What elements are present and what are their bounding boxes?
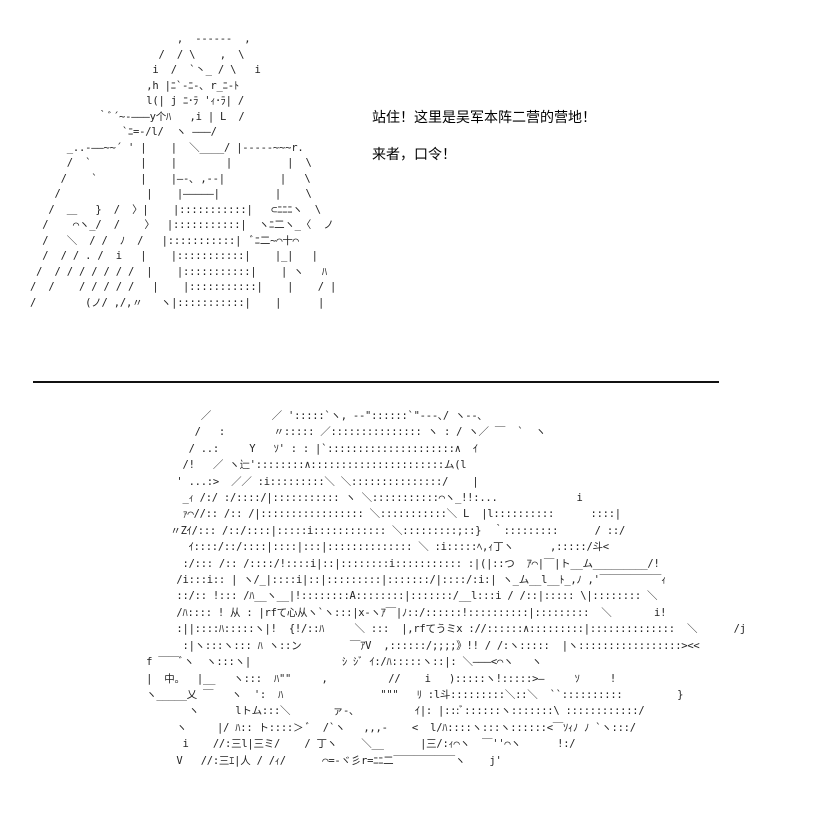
soldier-art-line: / ⌒ヽ_/ / 〉 |:::::::::::| ヽﾆ二ヽ_〈 ノ bbox=[42, 219, 334, 231]
scene-art-line: ヽ_____乂 ￣ ヽ ': ﾊ """ ﾘ :l斗:::::::::＼::＼ … bbox=[146, 688, 684, 701]
soldier-art-line: l(| j ﾆ･ﾗ 'ｨ･ﾗ| / bbox=[146, 95, 244, 107]
soldier-art-line: i / `丶_ / \ i bbox=[152, 64, 261, 76]
dialogue-line-password: 来者，口令！ bbox=[372, 147, 456, 163]
scene-art-line: :|ヽ:::ヽ::: ﾊ ヽ::ン ￣ｱV ,::::::/;;;;》!! / … bbox=[182, 639, 700, 652]
scene-art-line: :||::::ﾊ:::::ヽ|! {!/::ﾊ ＼ ::: |,rfてうミx :… bbox=[176, 623, 746, 636]
scene-art-line: V //:三ｴ|人 / /ｨ/ ⌒=-ヾ彡r=ﾆﾆ二￣￣￣￣￣￣ヽ j' bbox=[140, 754, 502, 767]
scene-art-line: /! ／ ヽ辷'::::::::∧::::::::::::::::::::::ム… bbox=[182, 459, 467, 472]
scene-art-line: /i:::i:: | ヽ/_|::::i|::|:::::::::|::::::… bbox=[176, 574, 667, 587]
scene-art-line: ' ...:> ／／ :i:::::::::＼ ＼:::::::::::::::… bbox=[176, 475, 479, 488]
soldier-art-line: / / / . / i | |:::::::::::| |_| | bbox=[42, 250, 318, 262]
scene-art-line: _ｨ /:/ :/::::/|::::::::::: ヽ ＼::::::::::… bbox=[182, 492, 583, 505]
scene-art-line: 〃Zｲ/::: /::/::::|:::::i:::::::::::: ＼:::… bbox=[170, 524, 626, 537]
soldier-art-line: `ﾆ=-/l/ ヽ ―――/ bbox=[121, 126, 217, 138]
scene-art-line: i //:三l|三ミ/ / 丁ヽ ＼__ |三/:ｨ⌒ヽ ￣''⌒ヽ !:/ bbox=[182, 738, 576, 751]
scene-art-line: f ￣￣ﾞヽ ヽ:::ヽ| ｼ ｼﾞ ｲ:/ﾊ:::::ヽ::|: ＼―――<⌒… bbox=[146, 656, 542, 669]
soldier-art-line: / / / / / / / / | |:::::::::::| | ヽ ﾊ bbox=[36, 265, 327, 278]
soldier-art-line: ,h |ﾆ`-ﾆ‐､ r_ﾆ-ﾄ bbox=[146, 79, 239, 92]
soldier-art-line: / ＿ } / 〉| |:::::::::::| ⊂ﾆﾆﾆヽ \ bbox=[48, 203, 321, 216]
soldier-art-line: / / / / / / / | |:::::::::::| | / | bbox=[30, 281, 337, 293]
scene-art-line: / ..: Y ｿ' : : |`:::::::::::::::::::::∧ … bbox=[188, 442, 479, 455]
ascii-art-soldier: , ------ , / / \ , \ i / `丶_ / \ i ,h |ﾆ… bbox=[30, 32, 336, 311]
scene-art-line: :/::: /:: /::::/!::::i|::|::::::::i:::::… bbox=[182, 557, 660, 570]
section-divider bbox=[33, 381, 719, 383]
soldier-art-line: , ------ , bbox=[176, 33, 251, 45]
scene-art-line: ヽ lトム:::＼ ァ-､ ｲ|: |:::ﾞ::::::ヽ:::::::\ :… bbox=[188, 705, 645, 718]
ascii-art-scene: ／ ／ ':::::`ヽ, -‐"::::::`"‐--､/ ヽ--､ / : … bbox=[140, 408, 746, 769]
scene-art-line: | 中。 |__ ヽ::: ﾊ"" , // i ):::::ヽ!:::::>―… bbox=[146, 672, 617, 685]
soldier-art-line: ｀ﾞ´~-―――y个ﾊ ,i | L / bbox=[97, 110, 245, 123]
soldier-art-line: / | |―――――| | \ bbox=[54, 188, 312, 200]
scene-art-line: ::/:: !::: /ﾊ__ヽ__|!::::::::A::::::::|::… bbox=[176, 590, 658, 603]
scene-art-line: / : 〃::::: ／::::::::::::::: ヽ : / ヽ／ ￣ `… bbox=[194, 426, 546, 439]
scene-art-line: ／ ／ ':::::`ヽ, -‐"::::::`"‐--､/ ヽ--､ bbox=[200, 410, 483, 422]
scene-art-line: ヽ |/ ﾊ:: ト::::＞ ﾞ /`ヽ ,,,- < l/ﾊ::::ヽ:::… bbox=[176, 721, 636, 734]
scene-art-line: ｧ⌒//:: /:: /|::::::::::::::::: ＼::::::::… bbox=[182, 508, 622, 521]
soldier-art-line: / (ノ/ ,/,〃 ヽ|:::::::::::| | | bbox=[30, 296, 325, 309]
scene-art-line: ｲ::::/::/::::|::::|:::|:::::::::::::: ＼ … bbox=[188, 541, 610, 554]
soldier-art-line: / / \ , \ bbox=[158, 48, 245, 61]
soldier-art-line: / ` | | | | \ bbox=[66, 157, 312, 169]
dialogue-line-halt: 站住！这里是吴军本阵二营的营地！ bbox=[372, 110, 596, 126]
soldier-art-line: / ` | |―-､ ,-‐| | \ bbox=[60, 172, 311, 185]
soldier-art-line: _..-――~~´ ' | | ＼____/ |-‐---~~~r. bbox=[66, 141, 304, 154]
scene-art-line: /ﾊ:::: ! 从 : |rfて心从ヽ`ヽ:::|x‐ヽｱ￣|ﾉ::/::::… bbox=[176, 606, 667, 619]
soldier-art-line: / ＼ / / ﾉ / |:::::::::::| ﾞﾆ二~⌒十⌒ bbox=[42, 234, 299, 247]
